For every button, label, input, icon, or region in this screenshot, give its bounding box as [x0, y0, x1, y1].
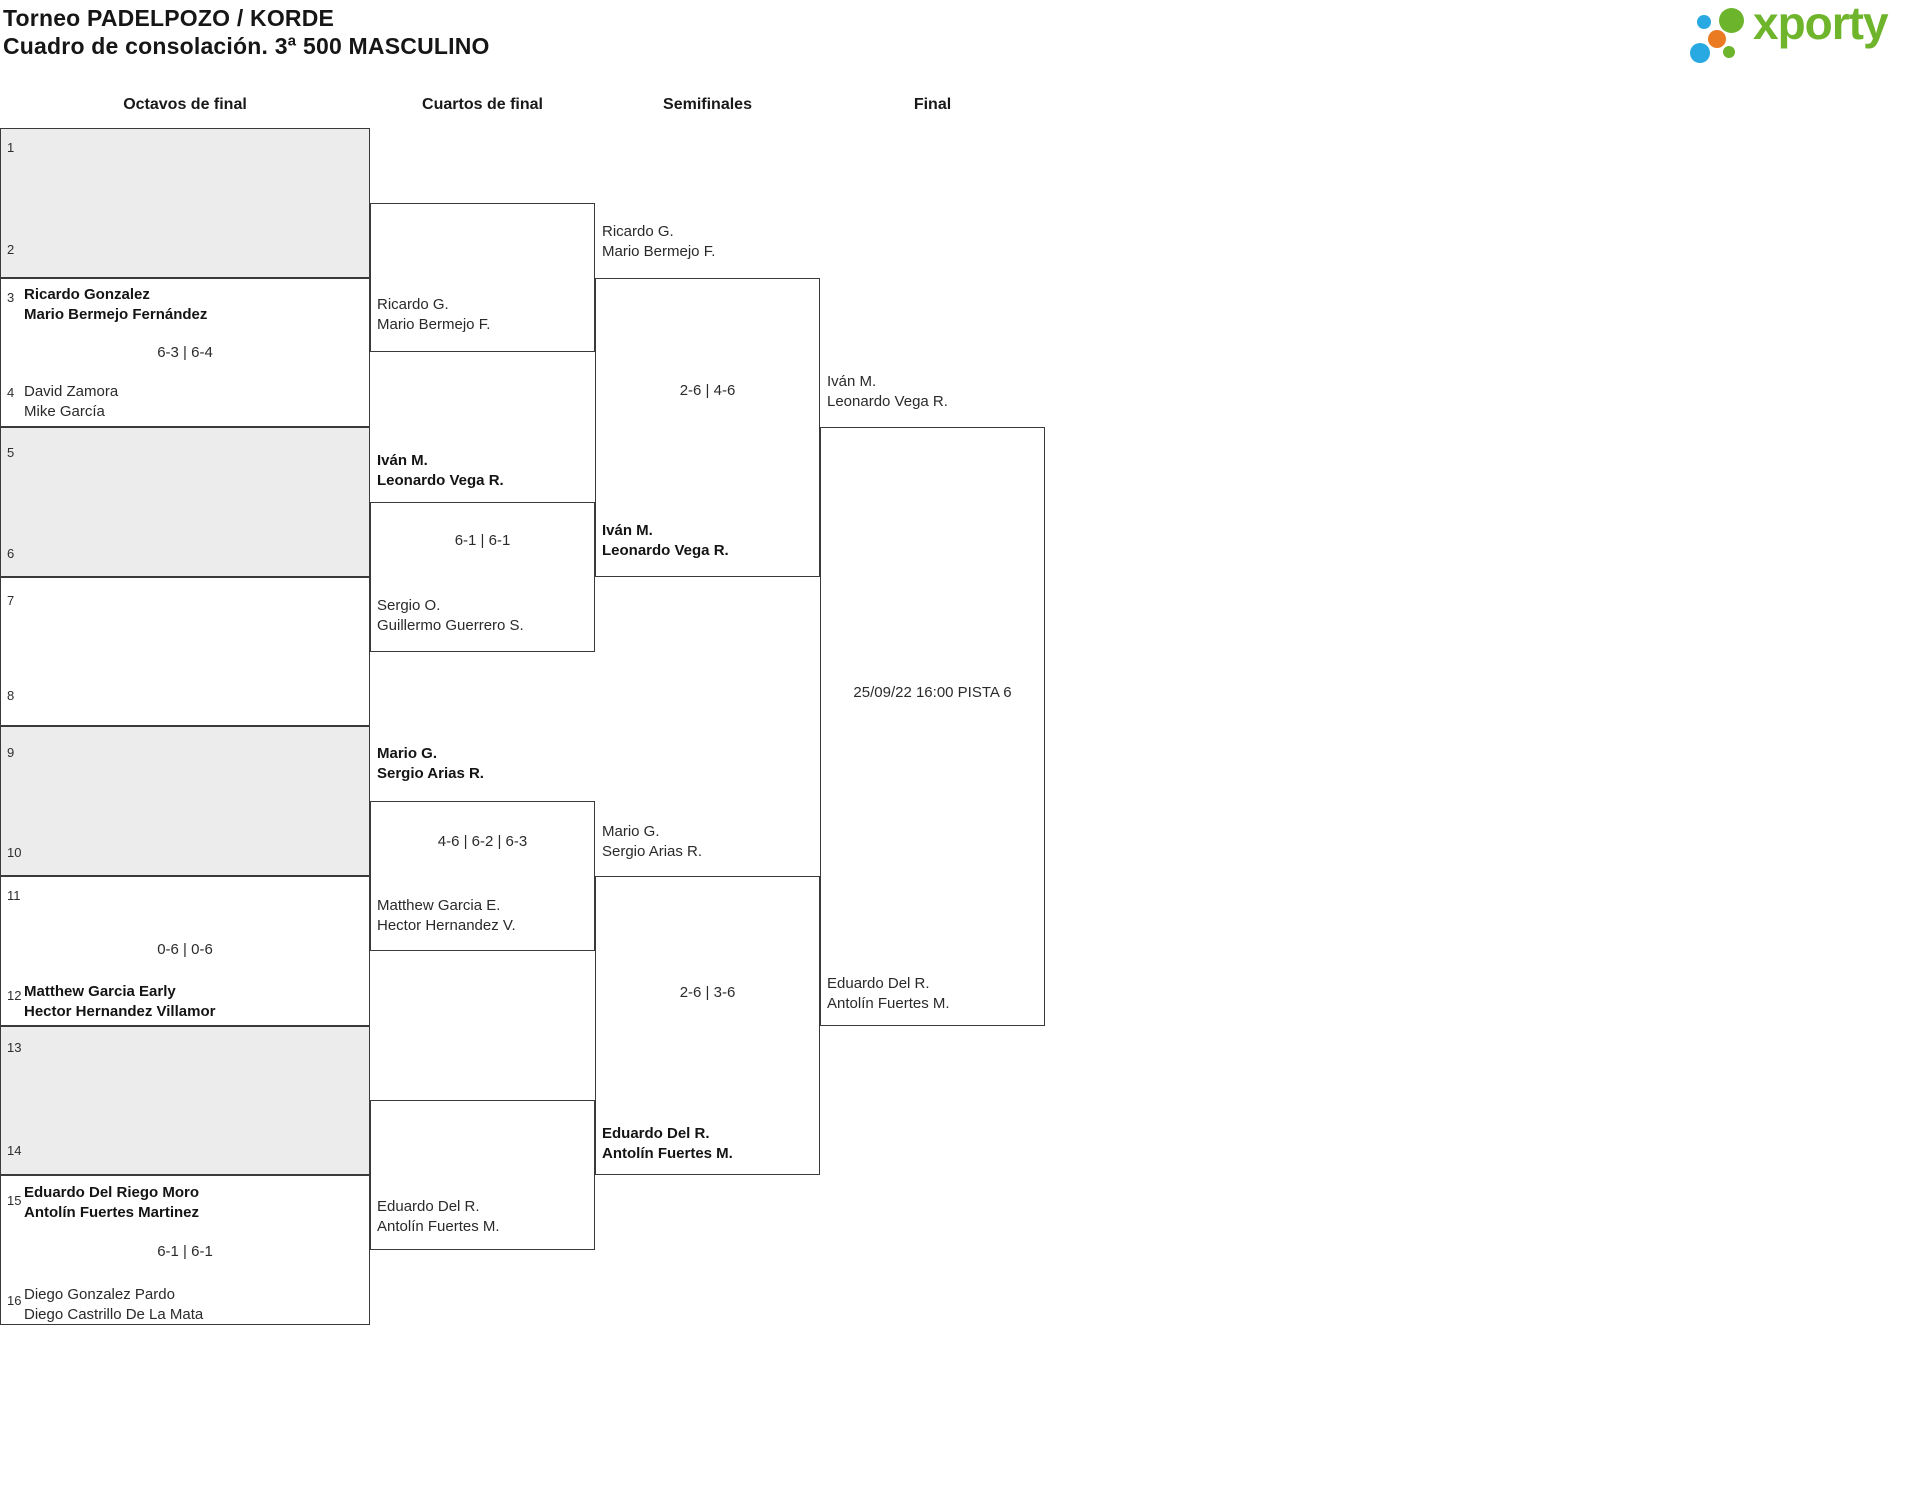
octavos-match-1-box[interactable] [0, 128, 370, 278]
final-match-box[interactable] [820, 427, 1045, 1026]
logo-dot-green-small-icon [1723, 46, 1735, 58]
team-cuartos-1-bottom: Ricardo G. Mario Bermejo F. [377, 296, 491, 333]
round-header-semifinales: Semifinales [663, 96, 752, 113]
score-octavos-match-6: 0-6 | 0-6 [157, 941, 213, 958]
xporty-logo[interactable]: xporty [1690, 0, 1916, 68]
logo-dot-blue-large-icon [1690, 43, 1710, 63]
logo-dot-orange-icon [1708, 30, 1726, 48]
slot-number-14: 14 [7, 1143, 22, 1158]
octavos-match-7-box[interactable] [0, 1026, 370, 1175]
team-octavos-slot-15: Eduardo Del Riego Moro Antolín Fuertes M… [24, 1184, 200, 1221]
team-semifinal-1-bottom: Iván M. Leonardo Vega R. [602, 522, 729, 559]
score-cuartos-3: 4-6 | 6-2 | 6-3 [437, 833, 528, 850]
slot-number-2: 2 [7, 242, 15, 257]
semifinal-2-box[interactable] [595, 876, 820, 1175]
octavos-match-8-box[interactable] [0, 1175, 370, 1325]
slot-number-15: 15 [7, 1193, 22, 1208]
team-octavos-slot-3: Ricardo Gonzalez Mario Bermejo Fernández [24, 286, 208, 323]
team-final-bottom: Eduardo Del R. Antolín Fuertes M. [827, 975, 950, 1012]
team-cuartos-4-bottom: Eduardo Del R. Antolín Fuertes M. [377, 1198, 500, 1235]
draw-name: Cuadro de consolación. 3ª 500 MASCULINO [3, 33, 490, 59]
octavos-match-5-box[interactable] [0, 726, 370, 876]
score-semifinal-2: 2-6 | 3-6 [679, 984, 736, 1001]
slot-number-16: 16 [7, 1293, 22, 1308]
slot-number-5: 5 [7, 445, 15, 460]
logo-dot-blue-small-icon [1697, 15, 1711, 29]
team-semifinal-2-bottom: Eduardo Del R. Antolín Fuertes M. [602, 1125, 733, 1162]
team-cuartos-2-bottom: Sergio O. Guillermo Guerrero S. [377, 597, 524, 634]
slot-number-8: 8 [7, 688, 15, 703]
slot-number-10: 10 [7, 845, 22, 860]
round-header-final: Final [913, 96, 952, 113]
slot-number-13: 13 [7, 1040, 22, 1055]
slot-number-11: 11 [7, 888, 21, 903]
team-semifinal-2-top: Mario G. Sergio Arias R. [602, 823, 703, 860]
round-header-octavos: Octavos de final [123, 96, 247, 113]
team-cuartos-3-bottom: Matthew Garcia E. Hector Hernandez V. [377, 897, 516, 934]
slot-number-4: 4 [7, 385, 15, 400]
round-header-cuartos: Cuartos de final [422, 96, 543, 113]
score-octavos-match-2: 6-3 | 6-4 [157, 344, 213, 361]
team-octavos-slot-4: David Zamora Mike García [24, 383, 119, 420]
team-cuartos-2-top: Iván M. Leonardo Vega R. [377, 452, 504, 489]
team-cuartos-3-top: Mario G. Sergio Arias R. [377, 745, 484, 782]
slot-number-1: 1 [7, 140, 15, 155]
tournament-name: Torneo PADELPOZO / KORDE [3, 5, 335, 31]
team-octavos-slot-16: Diego Gonzalez Pardo Diego Castrillo De … [24, 1286, 204, 1323]
score-octavos-match-8: 6-1 | 6-1 [157, 1243, 213, 1260]
cuartos-match-2-box[interactable] [370, 502, 595, 652]
team-semifinal-1-top: Ricardo G. Mario Bermejo F. [602, 223, 716, 260]
score-cuartos-2: 6-1 | 6-1 [454, 532, 511, 549]
page-title: Torneo PADELPOZO / KORDE Cuadro de conso… [3, 4, 490, 60]
slot-number-12: 12 [7, 988, 22, 1003]
octavos-match-6-box[interactable] [0, 876, 370, 1026]
slot-number-6: 6 [7, 546, 15, 561]
final-schedule: 25/09/22 16:00 PISTA 6 [853, 684, 1012, 701]
octavos-match-2-box[interactable] [0, 278, 370, 427]
logo-wordmark: xporty [1753, 0, 1889, 49]
cuartos-match-4-box[interactable] [370, 1100, 595, 1250]
team-final-top: Iván M. Leonardo Vega R. [827, 373, 948, 410]
logo-dot-green-large-icon [1719, 8, 1744, 33]
slot-number-3: 3 [7, 290, 15, 305]
semifinal-1-box[interactable] [595, 278, 820, 577]
cuartos-match-1-box[interactable] [370, 203, 595, 352]
octavos-match-3-box[interactable] [0, 427, 370, 577]
slot-number-7: 7 [7, 593, 15, 608]
score-semifinal-1: 2-6 | 4-6 [679, 382, 736, 399]
octavos-match-4-box[interactable] [0, 577, 370, 726]
cuartos-match-3-box[interactable] [370, 801, 595, 951]
slot-number-9: 9 [7, 745, 15, 760]
team-octavos-slot-12: Matthew Garcia Early Hector Hernandez Vi… [24, 983, 216, 1020]
